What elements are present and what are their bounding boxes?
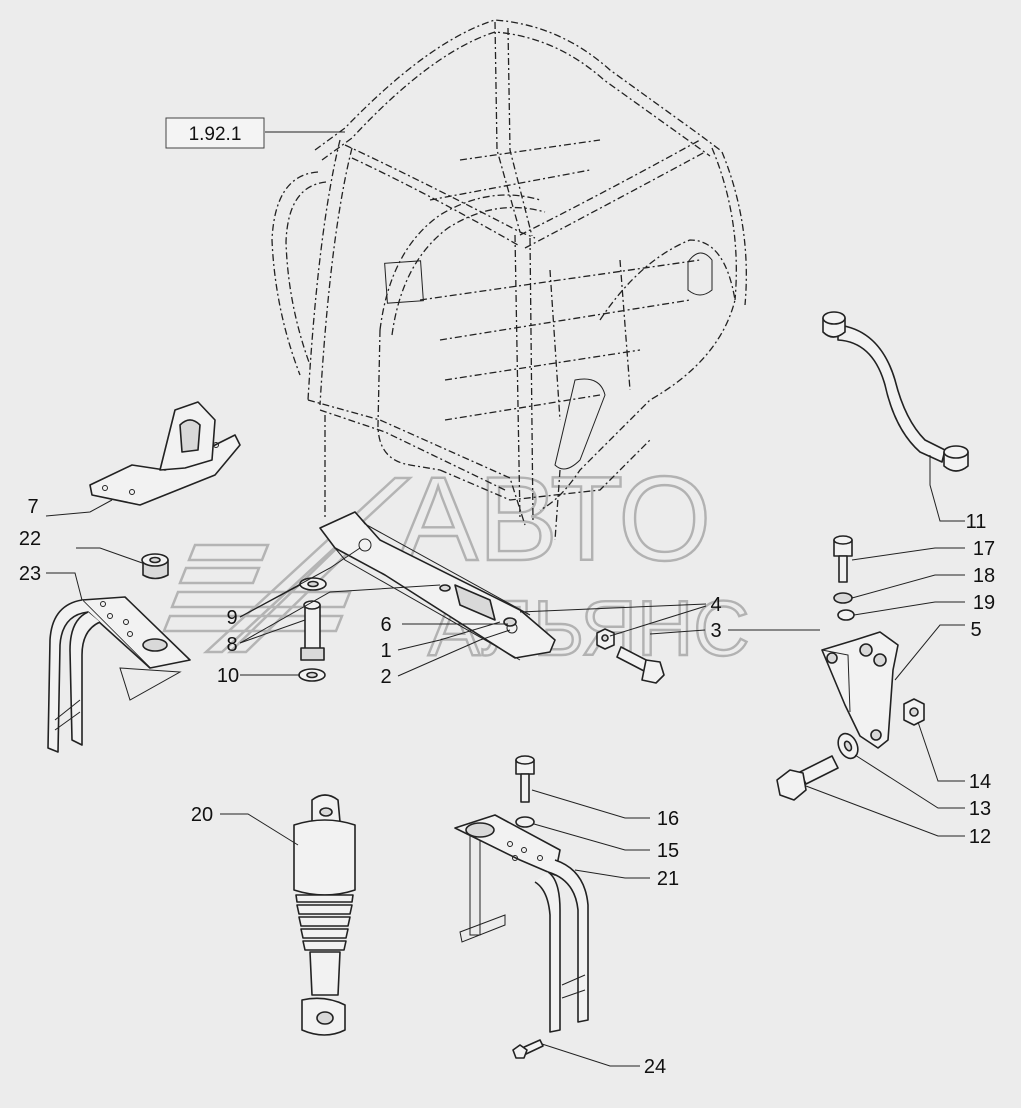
part-15-washer — [515, 816, 535, 828]
reference-box-frame — [165, 117, 265, 149]
part-14-nut — [903, 698, 925, 726]
part-22-rubber-buffer — [141, 553, 169, 580]
part-3-bolt — [616, 646, 665, 684]
part-17-bolt — [833, 535, 853, 583]
part-21-right-support — [454, 814, 589, 1033]
part-12-bolt — [776, 755, 839, 801]
part-4-nut — [596, 628, 615, 650]
callout-4: 4 — [710, 594, 721, 616]
callout-11: 11 — [966, 511, 987, 533]
callout-9: 9 — [226, 607, 237, 629]
part-10-washer — [298, 668, 326, 682]
callout-18: 18 — [973, 565, 995, 587]
part-19-washer — [837, 609, 855, 621]
reference-group-box: 1.92.1 — [165, 117, 265, 149]
callout-2: 2 — [380, 666, 391, 688]
part-8-bushing — [300, 600, 325, 661]
part-13-washer — [837, 732, 859, 760]
callout-16: 16 — [657, 808, 679, 830]
part-18-washer — [833, 592, 853, 604]
part-24-screw — [512, 1039, 544, 1059]
part-2-bolt — [439, 584, 451, 592]
callout-21: 21 — [657, 868, 679, 890]
callout-19: 19 — [973, 592, 995, 614]
callout-numbers: 7 22 23 9 8 10 6 1 2 4 3 11 17 18 19 5 1… — [19, 496, 995, 1078]
callout-20: 20 — [191, 804, 213, 826]
reference-label: 1.92.1 — [189, 124, 242, 145]
cab-frame-drawing — [271, 19, 747, 541]
part-20-shock-absorber — [293, 794, 356, 1036]
part-5-bracket — [821, 631, 899, 749]
part-6-nut — [503, 617, 517, 627]
callout-6: 6 — [380, 614, 391, 636]
callout-1: 1 — [380, 640, 391, 662]
callout-7: 7 — [27, 496, 38, 518]
callout-13: 13 — [969, 798, 991, 820]
callout-14: 14 — [969, 771, 991, 793]
callout-8: 8 — [226, 634, 237, 656]
callout-22: 22 — [19, 528, 41, 550]
callout-23: 23 — [19, 563, 41, 585]
part-9-washer — [299, 577, 327, 591]
leader-lines — [45, 131, 965, 1067]
callout-5: 5 — [970, 619, 981, 641]
callout-17: 17 — [973, 538, 995, 560]
part-23-left-support — [47, 596, 191, 753]
callout-24: 24 — [644, 1056, 666, 1078]
callout-3: 3 — [710, 620, 721, 642]
part-7-front-bracket — [89, 401, 241, 506]
callout-10: 10 — [217, 665, 239, 687]
callout-12: 12 — [969, 826, 991, 848]
part-11-stabilizer-bar — [822, 311, 969, 472]
callout-15: 15 — [657, 840, 679, 862]
part-16-bolt — [515, 755, 535, 803]
